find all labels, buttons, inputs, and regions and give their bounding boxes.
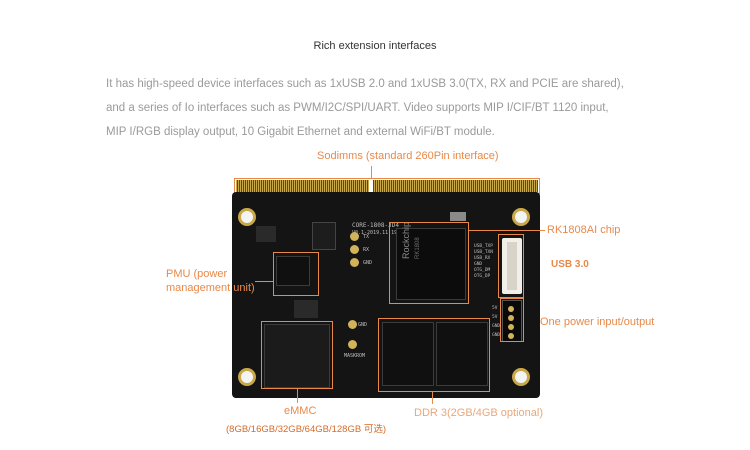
usb-pin-labels: USB_TXP USB_TXN USB_RX GND OTG_DM OTG_DP (474, 244, 493, 280)
pin-gnd-label: GND (363, 260, 373, 266)
power-highlight-box (500, 298, 524, 342)
mount-hole (512, 368, 530, 386)
test-pad (350, 245, 359, 254)
ddr-chip (436, 322, 488, 386)
power-pin (508, 324, 514, 330)
pin-rx-label: RX (363, 247, 370, 253)
emmc-highlight-box (261, 321, 333, 389)
mount-hole (238, 368, 256, 386)
test-pad (348, 340, 357, 349)
sodimm-label: Sodimms (standard 260Pin interface) (317, 150, 499, 162)
crystal (450, 212, 466, 221)
power-pin-label: GND (492, 333, 501, 338)
pmu-pointer (255, 281, 273, 282)
maskrom-label: MASKROM (344, 353, 366, 359)
pmu-label-2: management unit) (166, 282, 255, 294)
usb-connector (502, 238, 522, 294)
chip-highlight-box (389, 222, 469, 304)
test-pad (350, 258, 359, 267)
sodimm-pointer (371, 166, 372, 178)
usb-pin-label: USB_TXN (474, 250, 493, 255)
usb-pin-label: USB_TXP (474, 244, 493, 249)
small-component (294, 300, 318, 318)
usb-pin-label: OTG_DM (474, 268, 491, 273)
description: It has high-speed device interfaces such… (106, 72, 726, 144)
description-line-2: and a series of Io interfaces such as PW… (106, 102, 609, 114)
power-pin-label: GND (492, 324, 501, 329)
power-label: One power input/output (540, 316, 655, 328)
pmu-highlight-box (273, 252, 319, 296)
ddr-highlight-box (378, 318, 490, 392)
mount-hole (512, 208, 530, 226)
sodimm-notch (369, 180, 373, 192)
chip-pointer (469, 230, 545, 231)
usb-pin-label: USB_RX (474, 256, 491, 261)
pmu-label-1: PMU (power (166, 268, 228, 280)
soc-chip: Rockchip RK1808 (396, 222, 466, 300)
power-pin-labels: 5V 5V GND GND (492, 304, 500, 340)
description-line-3: MIP I/RGB display output, 10 Gigabit Eth… (106, 126, 495, 138)
usb-label: USB 3.0 (551, 259, 589, 270)
test-pad (350, 232, 359, 241)
power-pin-label: 5V (492, 315, 498, 320)
usb-connector-slot (507, 242, 517, 290)
gnd-bottom-label: GND (358, 322, 368, 328)
emmc-pointer (297, 389, 298, 403)
ddr-pointer (432, 392, 433, 404)
test-pad (348, 320, 357, 329)
page-title: Rich extension interfaces (313, 40, 437, 52)
power-pin-label: 5V (492, 306, 498, 311)
power-pin (508, 306, 514, 312)
emmc-chip (264, 324, 330, 388)
small-component (312, 222, 336, 250)
usb-label-box (545, 256, 593, 274)
board-version: V0.1-2019.11.19 (352, 230, 398, 236)
sodimm-connector (236, 180, 538, 192)
description-line-1: It has high-speed device interfaces such… (106, 78, 624, 90)
board-model: CORE-1808-JD4 (352, 222, 399, 229)
usb-highlight-box (498, 234, 524, 298)
pin-tx-label: TX (363, 234, 370, 240)
mount-hole (238, 208, 256, 226)
power-connector (502, 300, 522, 342)
pmu-chip (276, 256, 310, 286)
emmc-label: eMMC (284, 405, 317, 417)
ddr-chip (382, 322, 434, 386)
small-component (256, 226, 276, 242)
ddr-label: DDR 3(2GB/4GB optional) (414, 407, 543, 419)
usb-pin-label: OTG_DP (474, 274, 491, 279)
power-pin (508, 315, 514, 321)
power-pin (508, 333, 514, 339)
emmc-sizes-label: (8GB/16GB/32GB/64GB/128GB 可选) (226, 424, 386, 435)
chip-label: RK1808AI chip (547, 224, 621, 236)
usb-pin-label: GND (474, 262, 483, 267)
